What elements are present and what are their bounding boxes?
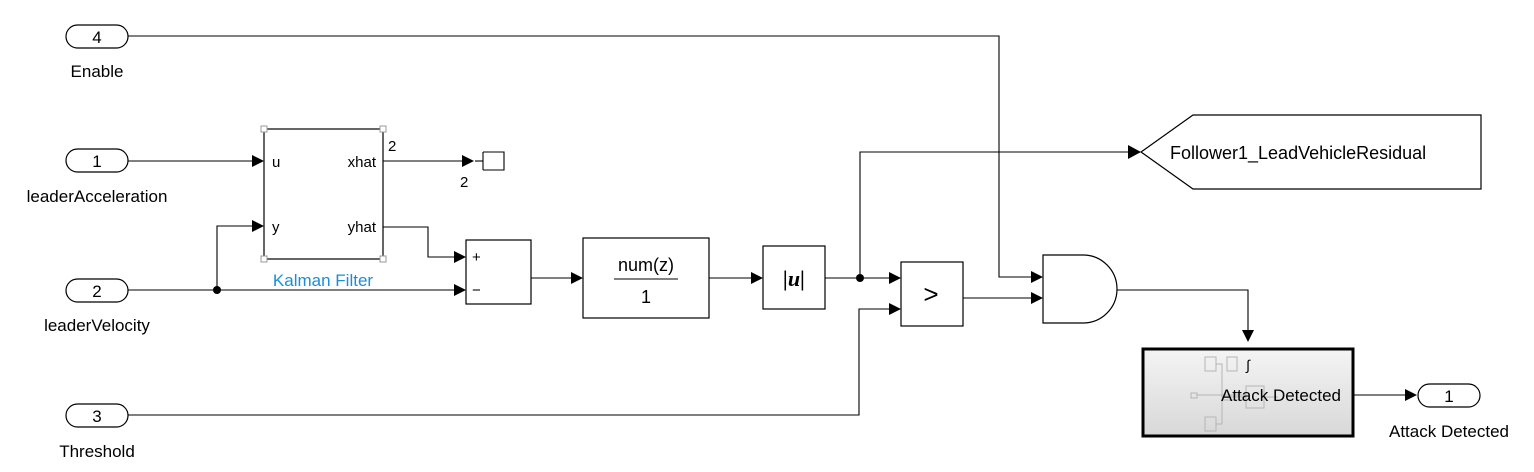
arrow-and-in2	[1031, 292, 1043, 304]
trigger-icon: ∫	[1245, 357, 1251, 373]
arrow-trigger-in	[1242, 330, 1254, 342]
arrow-abs-in	[751, 272, 763, 284]
wire-threshold[interactable]	[128, 308, 889, 416]
inport-leader-velocity[interactable]: 2 leaderVelocity	[44, 278, 150, 335]
filter-denominator: 1	[641, 287, 651, 307]
subsystem-name: Attack Detected	[1221, 386, 1341, 405]
selection-handle[interactable]	[260, 255, 268, 263]
arrow-kalman-u	[252, 155, 264, 167]
inport-label: Enable	[71, 62, 124, 81]
arrow-outport-in	[1405, 389, 1417, 401]
arrow-and-in1	[1031, 271, 1043, 283]
wire-and-out[interactable]	[1117, 289, 1249, 330]
kalman-port-xhat: xhat	[348, 154, 377, 171]
wire-residual-goto[interactable]	[859, 151, 1128, 278]
goto-block[interactable]: Follower1_LeadVehicleResidual	[1139, 114, 1482, 190]
outport-number: 1	[1444, 387, 1453, 406]
inport-number: 2	[92, 282, 101, 301]
outport-label: Attack Detected	[1389, 422, 1509, 441]
signal-width-label: 2	[388, 138, 396, 155]
inport-number: 4	[92, 28, 101, 47]
kalman-port-yhat: yhat	[348, 219, 377, 236]
goto-tag: Follower1_LeadVehicleResidual	[1170, 143, 1426, 164]
wire-velocity-branch-y[interactable]	[216, 225, 252, 290]
inport-enable[interactable]: 4 Enable	[65, 24, 129, 81]
arrow-goto-in	[1128, 145, 1141, 159]
signal-width-label: 2	[460, 174, 468, 191]
relational-operator-block[interactable]: >	[900, 261, 964, 327]
arrow-kalman-y	[252, 220, 264, 232]
arrow-terminator	[462, 155, 474, 167]
wire-enable[interactable]	[128, 35, 1033, 278]
selection-handle[interactable]	[379, 125, 387, 133]
inport-label: leaderVelocity	[44, 316, 150, 335]
discrete-filter-block[interactable]: num(z) 1	[582, 237, 710, 319]
triggered-subsystem-block[interactable]: ∫ Attack Detected	[1141, 347, 1355, 438]
branch-point-velocity	[213, 286, 221, 294]
kalman-filter-label[interactable]: Kalman Filter	[273, 271, 373, 290]
selection-handle[interactable]	[379, 255, 387, 263]
subsystem-preview-icon	[1190, 356, 1278, 432]
kalman-port-y: y	[272, 219, 280, 236]
and-gate-block[interactable]	[1042, 254, 1118, 324]
arrow-sum-minus	[454, 284, 466, 296]
inport-number: 1	[92, 152, 101, 171]
sum-block[interactable]: + −	[465, 239, 532, 305]
inport-number: 3	[92, 407, 101, 426]
selection-handle[interactable]	[260, 125, 268, 133]
abs-block[interactable]: |u|	[762, 245, 826, 310]
inport-label: Threshold	[59, 442, 135, 461]
inport-leader-acceleration[interactable]: 1 leaderAcceleration	[27, 148, 168, 206]
inport-label: leaderAcceleration	[27, 187, 168, 206]
kalman-port-u: u	[272, 154, 280, 171]
terminator-block[interactable]	[475, 151, 505, 171]
wire-yhat[interactable]	[383, 226, 454, 258]
arrow-compare-in2	[889, 303, 901, 315]
outport-attack-detected[interactable]: 1 Attack Detected	[1389, 383, 1509, 441]
compare-operator: >	[923, 279, 938, 309]
inport-threshold[interactable]: 3 Threshold	[59, 403, 135, 461]
arrow-compare-in1	[889, 272, 901, 284]
sum-plus-sign: +	[472, 249, 481, 266]
abs-label: |u|	[783, 266, 805, 291]
sum-minus-sign: −	[472, 282, 481, 299]
arrow-filter-in	[571, 272, 583, 284]
kalman-filter-block[interactable]: u y xhat yhat	[260, 125, 387, 263]
arrow-sum-plus	[454, 251, 466, 263]
filter-numerator: num(z)	[618, 255, 674, 275]
